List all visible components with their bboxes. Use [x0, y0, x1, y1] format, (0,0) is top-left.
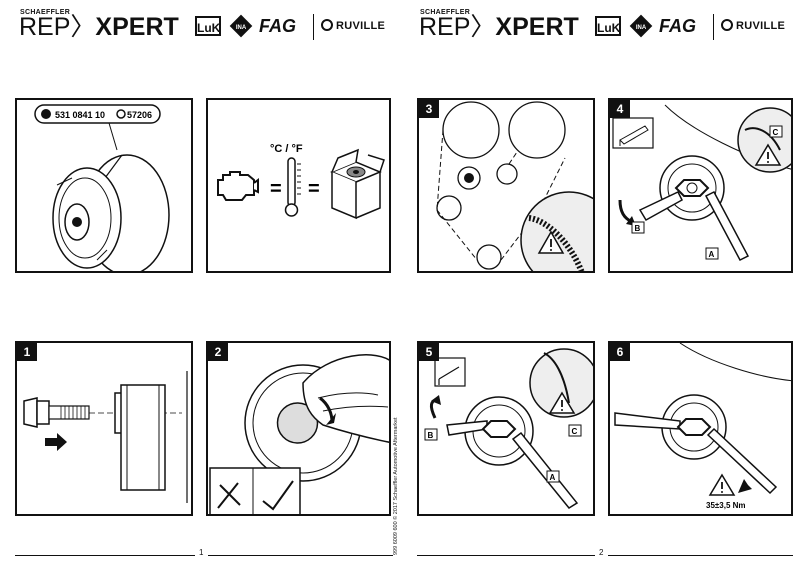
- step-6-number: 6: [610, 343, 630, 361]
- temperature-panel: = °C / °F =: [206, 98, 391, 273]
- ruville-logo-2: RUVILLE: [721, 19, 785, 32]
- svg-text:531 0841 10: 531 0841 10: [55, 110, 105, 120]
- luk-logo-2: LuK: [595, 16, 621, 36]
- arrow-icon: [45, 433, 67, 451]
- footer-rule-left-2: [417, 555, 595, 556]
- svg-text:°C / °F: °C / °F: [270, 143, 303, 155]
- warning-icon: [537, 230, 565, 254]
- footer-rule-left: [15, 555, 195, 556]
- ina-logo-2: INA: [629, 14, 653, 38]
- brand-logos: LuK INA FAG RUVILLE: [195, 14, 395, 40]
- ruville-logo: RUVILLE: [321, 19, 385, 32]
- page-1: SCHAEFFLER REP〉XPERT LuK INA FAG RUVILLE…: [0, 0, 400, 557]
- svg-text:C: C: [773, 128, 779, 137]
- fag-logo: FAG: [259, 16, 297, 36]
- svg-text:INA: INA: [636, 25, 647, 31]
- svg-text:C: C: [572, 427, 578, 436]
- svg-text:B: B: [428, 431, 434, 440]
- ruville-mark-icon-2: [721, 19, 733, 31]
- brand-company-2: SCHAEFFLER: [420, 9, 471, 16]
- logo-separator-2: [713, 14, 714, 40]
- step-2-panel: 2: [206, 341, 391, 516]
- fag-logo-2: FAG: [659, 16, 697, 36]
- step-2-number: 2: [208, 343, 228, 361]
- svg-text:INA: INA: [236, 25, 247, 31]
- page-header: SCHAEFFLER REP〉XPERT LuK INA FAG RUVILLE: [0, 0, 400, 50]
- warning-icon-step4: [754, 143, 782, 166]
- step-5-number: 5: [419, 343, 439, 361]
- box-icon: [330, 148, 385, 220]
- step-4-panel: 4 B A C: [608, 98, 793, 273]
- logo-separator: [313, 14, 314, 40]
- intro-panel: 531 0841 10 57206: [15, 98, 193, 273]
- thermometer-icon: [284, 157, 301, 217]
- step-1-panel: 1: [15, 341, 193, 516]
- luk-logo: LuK: [195, 16, 221, 36]
- svg-text:=: =: [270, 178, 282, 200]
- footer-rule-right-2: [608, 555, 793, 556]
- brand-company: SCHAEFFLER: [20, 9, 71, 16]
- step-3-panel: 3: [417, 98, 595, 273]
- ina-logo: INA: [229, 14, 253, 38]
- warning-icon-step5: [548, 391, 576, 414]
- brand-xpert: XPERT: [95, 13, 179, 41]
- svg-text:=: =: [308, 178, 320, 200]
- brand-logos-2: LuK INA FAG RUVILLE: [595, 14, 795, 40]
- step-5-panel: 5 B A C: [417, 341, 595, 516]
- brand-product: REP〉XPERT: [19, 14, 179, 40]
- step-3-number: 3: [419, 100, 439, 118]
- svg-text:A: A: [550, 473, 556, 482]
- page-2: SCHAEFFLER REP〉XPERT LuK INA FAG RUVILLE…: [400, 0, 800, 567]
- brand-rep: REP: [19, 13, 71, 41]
- step-1-number: 1: [17, 343, 37, 361]
- footer-rule-right: [208, 555, 393, 556]
- brand-product-2: REP〉XPERT: [419, 13, 579, 41]
- page-header-2: SCHAEFFLER REP〉XPERT LuK INA FAG RUVILLE: [400, 0, 800, 50]
- svg-text:57206: 57206: [127, 110, 152, 120]
- brand-chevron-icon-2: 〉: [470, 13, 496, 41]
- step-4-number: 4: [610, 100, 630, 118]
- ruville-mark-icon: [321, 19, 333, 31]
- page-number-2: 2: [599, 548, 604, 557]
- imprint-text: 999 6009 600 © 2017 Schaeffler Automotiv…: [393, 417, 399, 555]
- svg-text:B: B: [635, 224, 641, 233]
- svg-text:A: A: [709, 250, 715, 259]
- warning-icon-step6: [708, 473, 736, 496]
- brand-chevron-icon: 〉: [70, 13, 96, 41]
- page-number-1: 1: [199, 548, 204, 557]
- ruville-mini-icon: [116, 109, 126, 119]
- ina-mini-icon: [41, 109, 51, 119]
- svg-text:35±3,5 Nm: 35±3,5 Nm: [706, 501, 746, 510]
- engine-icon: [217, 171, 259, 201]
- step-6-panel: 6 35±3,5 Nm: [608, 341, 793, 516]
